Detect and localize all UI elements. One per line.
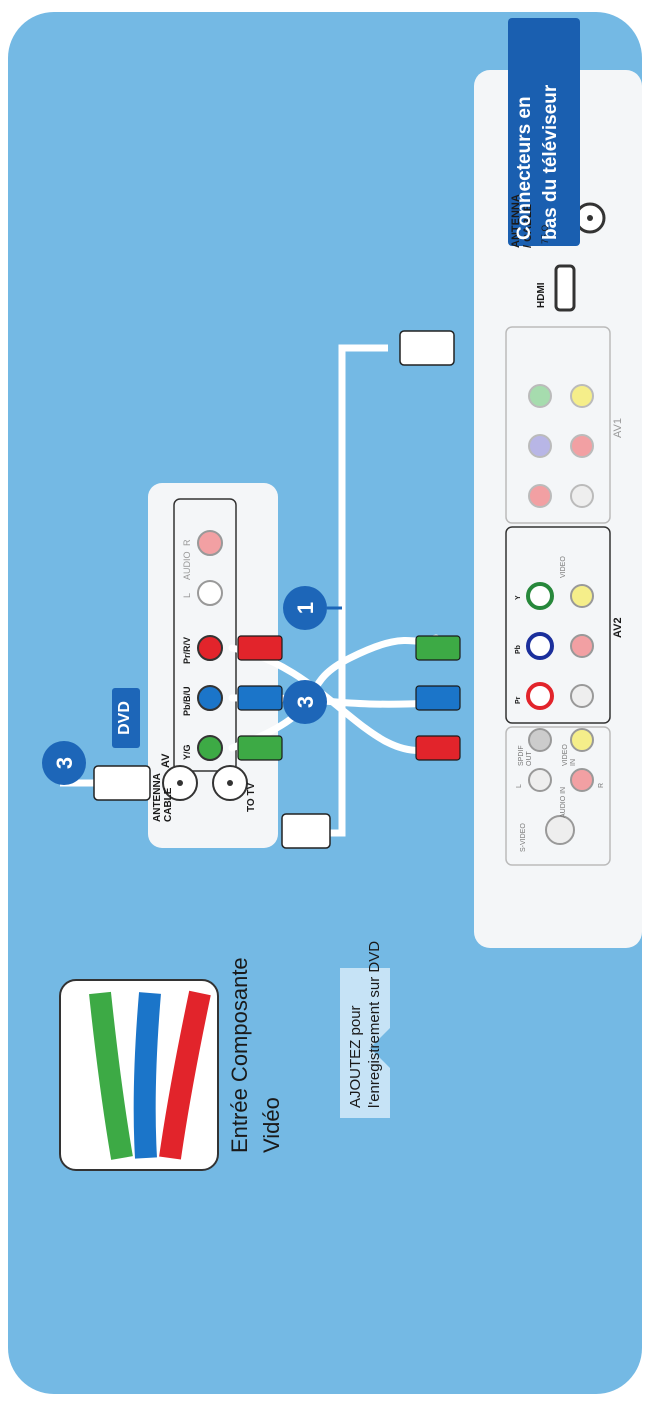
step-3b-badge — [283, 680, 327, 724]
step-1-label: 1 — [293, 601, 318, 615]
plug-tv-antenna — [399, 330, 455, 366]
dvd-audio-label: AUDIO — [182, 551, 192, 580]
tv-av1-label: AV1 — [612, 418, 624, 438]
note-text: AJOUTEZ pour l'enregistrement sur DVD — [346, 848, 384, 1108]
page-title: Entrée Composante Vidéo — [224, 793, 288, 1153]
tv-group-av1-box — [505, 326, 611, 524]
tv-panel — [474, 70, 642, 948]
plug-dvd-totv — [281, 813, 331, 849]
dvd-badge-label: DVD — [116, 701, 133, 735]
step-1-badge — [283, 586, 327, 630]
title-line-2: Vidéo — [259, 1097, 284, 1153]
dvd-badge — [112, 688, 140, 748]
jack-y-g — [197, 735, 223, 761]
jack-av2-y — [526, 582, 554, 610]
dvd-pb-label: Pb/B/U — [182, 686, 192, 716]
tv-svideo-label: S-VIDEO — [520, 823, 527, 852]
title-line-1: Entrée Composante — [227, 957, 252, 1153]
dvd-av-label: AV — [160, 753, 172, 768]
tv-connector-heading: Connecteurs en bas du téléviseur — [512, 20, 564, 240]
note-line-2: l'enregistrement sur DVD — [366, 940, 383, 1108]
port-hdmi — [554, 264, 576, 312]
step-3a-badge — [42, 741, 86, 785]
tv-heading-line-2: bas du téléviseur — [540, 84, 561, 240]
tv-group-left-box — [505, 726, 611, 866]
jack-svideo — [545, 815, 575, 845]
tv-component-plugs — [415, 635, 461, 761]
tv-r-label: R — [598, 782, 605, 788]
note-bubble — [340, 968, 390, 1118]
tv-y-label: Y — [515, 595, 522, 600]
dvd-yg-label: Y/G — [182, 744, 192, 760]
component-cable-icon — [89, 990, 211, 1160]
dvd-r-label: R — [182, 539, 192, 547]
jack-audio-r — [197, 530, 223, 556]
jack-pb — [197, 685, 223, 711]
step-badges — [42, 586, 342, 785]
tv-pr-label: Pr — [515, 696, 522, 704]
tv-video-label: VIDEO — [560, 556, 567, 578]
jack-pr — [197, 635, 223, 661]
note-rest: pour — [347, 1005, 364, 1040]
note-bold: AJOUTEZ — [347, 1039, 364, 1108]
tv-group-av2-box — [505, 526, 611, 724]
tv-pb-label: Pb — [515, 645, 522, 654]
tv-av2-label: AV2 — [612, 617, 624, 638]
dvd-jacks — [162, 530, 248, 801]
dvd-l-label: L — [182, 592, 192, 598]
jack-av2-pr — [526, 682, 554, 710]
step-3a-label: 3 — [52, 756, 77, 770]
dvd-av-box — [173, 498, 237, 772]
tv-l-label: L — [516, 784, 523, 788]
dvd-component-plugs — [237, 635, 283, 761]
step-3b-label: 3 — [293, 695, 318, 709]
tv-heading-line-1: Connecteurs en — [514, 96, 535, 240]
jack-audio-l — [197, 580, 223, 606]
dvd-totv-label: TO TV — [246, 782, 257, 812]
jack-av2-pb — [526, 632, 554, 660]
tv-audio-in-label: AUDIO IN — [560, 786, 567, 818]
plug-dvd-antenna — [93, 765, 151, 801]
dvd-pr-label: Pr/R/V — [182, 636, 192, 664]
tv-label-block — [508, 18, 580, 246]
tv-hdmi-label: HDMI — [536, 282, 547, 308]
